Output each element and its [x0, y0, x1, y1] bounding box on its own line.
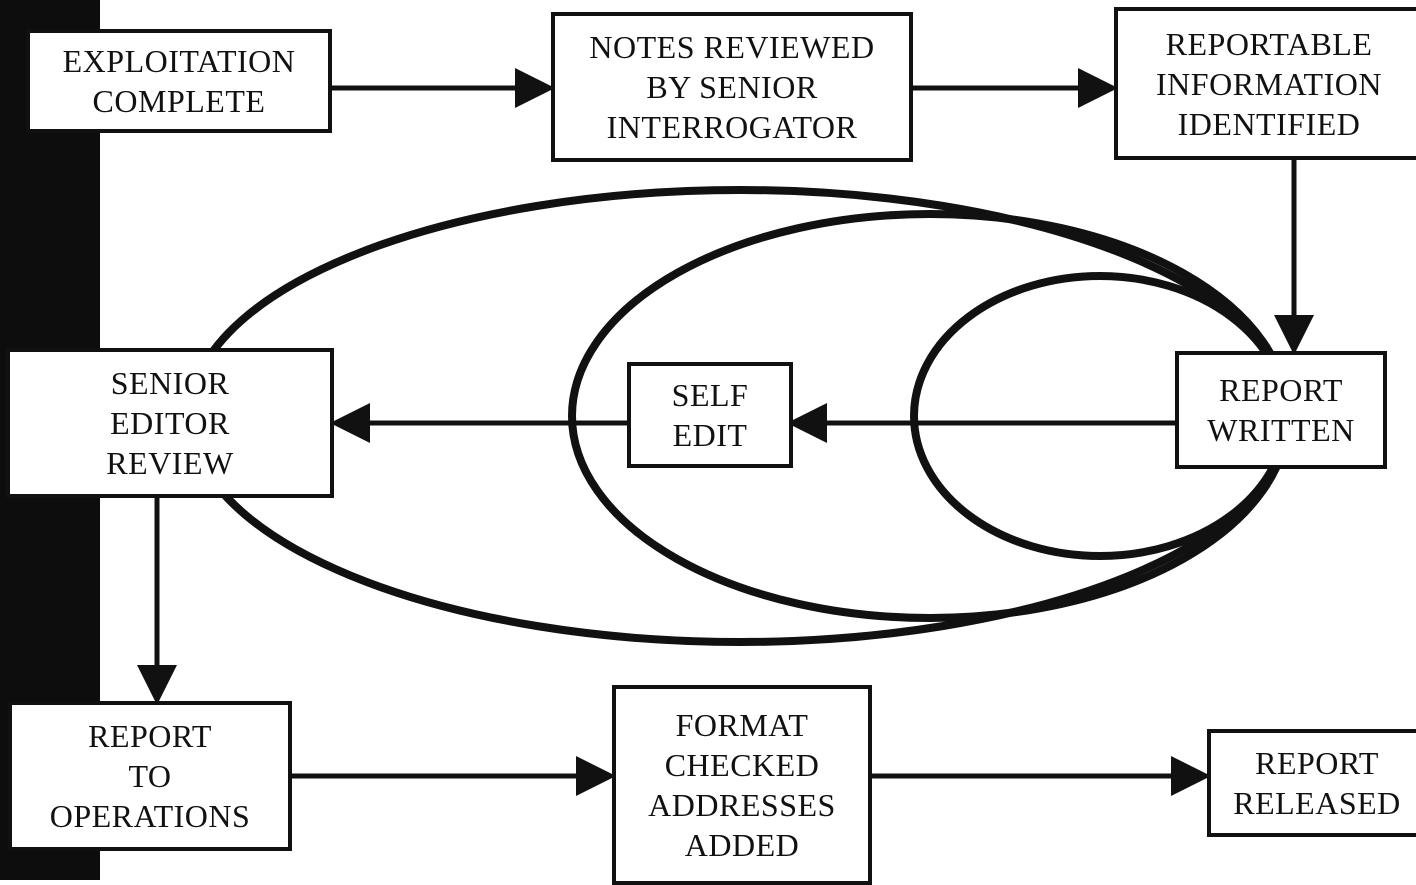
node-text: TO: [128, 758, 172, 794]
node-text: IDENTIFIED: [1177, 105, 1361, 142]
node-text: SELF: [671, 377, 749, 413]
node-text: REPORT: [1255, 745, 1379, 781]
node-notes-reviewed: NOTES REVIEWED BY SENIOR INTERROGATOR: [551, 12, 913, 162]
node-text: FORMAT: [675, 707, 809, 743]
node-text: COMPLETE: [92, 83, 266, 119]
node-text: REPORTABLE: [1165, 25, 1373, 62]
node-report-to-operations: REPORT TO OPERATIONS: [8, 701, 292, 851]
node-text: ADDRESSES: [648, 787, 836, 823]
node-text: EXPLOITATION: [62, 43, 296, 79]
node-text: REVIEW: [106, 445, 234, 481]
node-reportable-information: REPORTABLE INFORMATION IDENTIFIED: [1114, 7, 1416, 160]
node-report-released: REPORT RELEASED: [1207, 729, 1416, 837]
node-text: INTERROGATOR: [606, 109, 858, 145]
node-text: OPERATIONS: [49, 798, 251, 834]
node-self-edit: SELF EDIT: [627, 362, 793, 468]
node-report-written: REPORT WRITTEN: [1175, 351, 1387, 469]
node-text: ADDED: [684, 827, 800, 863]
node-senior-editor-review: SENIOR EDITOR REVIEW: [6, 348, 334, 498]
node-text: CHECKED: [664, 747, 820, 783]
node-text: BY SENIOR: [646, 69, 818, 105]
node-exploitation-complete: EXPLOITATION COMPLETE: [26, 29, 332, 133]
node-text: EDITOR: [110, 405, 230, 441]
node-text: RELEASED: [1233, 785, 1401, 821]
node-text: NOTES REVIEWED: [589, 29, 875, 65]
node-text: REPORT: [88, 718, 212, 754]
node-text: SENIOR: [110, 365, 230, 401]
node-format-checked: FORMAT CHECKED ADDRESSES ADDED: [612, 685, 872, 885]
node-text: REPORT: [1219, 372, 1343, 408]
node-text: WRITTEN: [1207, 412, 1355, 448]
node-text: INFORMATION: [1156, 65, 1382, 102]
node-text: EDIT: [672, 417, 748, 453]
